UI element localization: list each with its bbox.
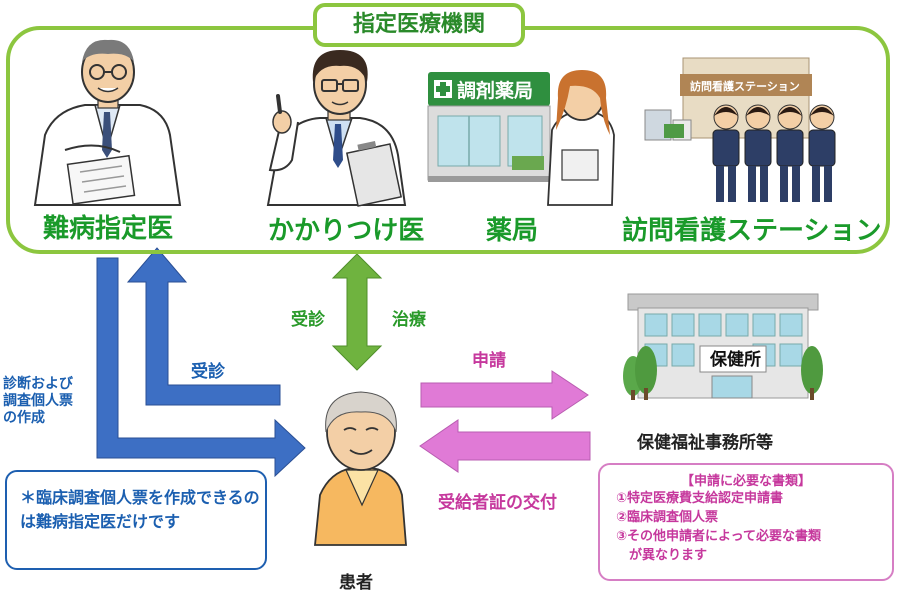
specialist-doctor-label: 難病指定医	[43, 214, 174, 244]
specialist-doctor-illustration	[33, 39, 182, 206]
diagnosis-arrow	[96, 257, 306, 478]
pharmacy-label: 薬局	[486, 216, 539, 246]
nurse-group	[712, 104, 836, 202]
application-label: 申請	[472, 351, 506, 371]
diagnosis-line-1: 診断および	[3, 376, 73, 392]
document-item: ②臨床調査個人票	[616, 510, 719, 525]
consult-treatment-arrow	[331, 253, 383, 371]
nurse-figure	[744, 104, 772, 202]
pharmacy-sign: 調剤薬局	[457, 79, 533, 102]
building-window	[752, 313, 776, 337]
building-window	[725, 313, 749, 337]
institutions-title: 指定医療機関	[313, 3, 525, 47]
document-item: ③その他申請者によって必要な書類	[616, 529, 821, 544]
document-item: ①特定医療費支給認定申請書	[616, 491, 784, 506]
family-doctor-illustration	[266, 50, 407, 207]
note-box	[5, 470, 267, 570]
issuance-arrow	[419, 419, 591, 473]
note-text: ＊臨床調査個人票を作成できるのは難病指定医だけです	[20, 488, 260, 531]
nursing-station-sign: 訪問看護ステーション	[690, 79, 800, 93]
required-documents-list: ①特定医療費支給認定申請書 ②臨床調査個人票 ③その他申請者によって必要な書類 …	[616, 489, 892, 565]
patient-label: 患者	[339, 573, 373, 593]
document-item: が異なります	[616, 548, 708, 563]
issuance-label: 受給者証の交付	[438, 493, 557, 513]
family-doctor-label: かかりつけ医	[268, 216, 425, 246]
diagnosis-label: 診断および 調査個人票 の作成	[3, 376, 73, 427]
consult-label-green: 受診	[291, 310, 325, 330]
building-window	[671, 343, 695, 367]
health-office-sign: 保健所	[709, 349, 761, 370]
building-window	[671, 313, 695, 337]
health-office-label: 保健福祉事務所等	[637, 433, 773, 453]
nurse-figure	[808, 104, 836, 202]
diagnosis-line-2: 調査個人票	[3, 393, 73, 409]
patient-illustration	[314, 391, 407, 546]
building-window	[644, 313, 668, 337]
building-window	[779, 313, 803, 337]
health-office-building: 保健所	[623, 293, 823, 400]
treatment-label: 治療	[392, 310, 426, 330]
nurse-figure	[776, 104, 804, 202]
diagnosis-line-3: の作成	[3, 410, 45, 426]
application-arrow	[420, 370, 589, 420]
required-documents-title: 【申請に必要な書類】	[680, 474, 811, 489]
building-window	[698, 313, 722, 337]
nurse-figure	[712, 104, 740, 202]
pharmacy-illustration: 調剤薬局	[427, 70, 615, 206]
consult-arrow-to-specialist	[126, 247, 281, 406]
nursing-station-label: 訪問看護ステーション	[622, 216, 882, 246]
required-documents-box	[598, 463, 894, 581]
building-window	[779, 343, 803, 367]
consult-label-blue: 受診	[191, 362, 225, 382]
